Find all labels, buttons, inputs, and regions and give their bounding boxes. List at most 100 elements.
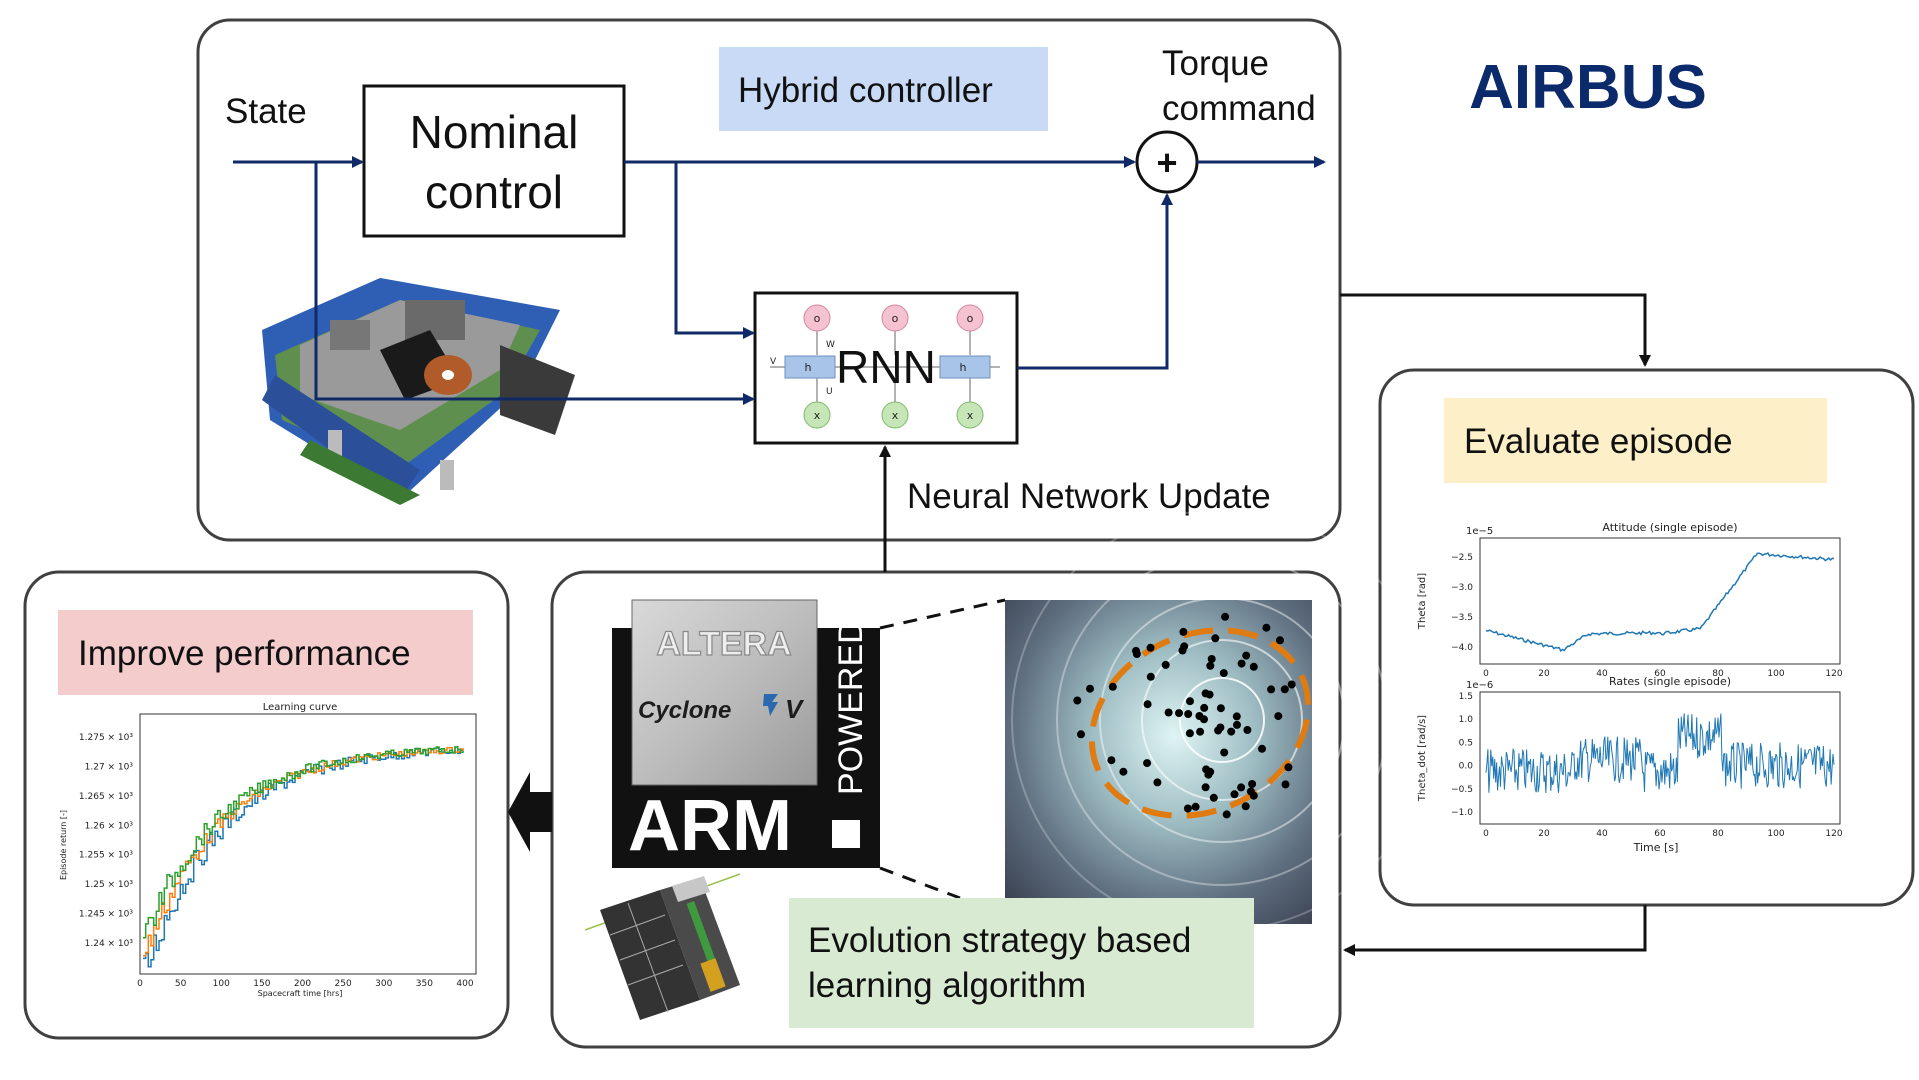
sample-point [1216, 704, 1225, 713]
sample-point [1274, 712, 1283, 721]
sample-point [1248, 780, 1257, 788]
evolution-title-line1: Evolution strategy based [808, 921, 1191, 960]
learning-ytick-0: 1.275 × 10³ [79, 733, 133, 743]
cyclone-text: Cyclone [638, 697, 731, 724]
learning-curve-xlabel: Spacecraft time [hrs] [258, 989, 343, 998]
hardware-board-illustration [262, 278, 575, 505]
sample-point [1227, 727, 1236, 736]
sample-point [1280, 685, 1289, 694]
hybrid-arrows [233, 156, 1326, 405]
evolution-title-line2: learning algorithm [808, 966, 1086, 1005]
rnn-node-o3: o [967, 312, 974, 325]
learning-ytick-2: 1.265 × 10³ [79, 792, 133, 802]
sample-point [1258, 744, 1266, 753]
sample-point [1132, 650, 1141, 658]
rates-xtick-3: 60 [1654, 829, 1666, 839]
sample-point [1246, 787, 1255, 796]
sample-point [1108, 682, 1117, 691]
hybrid-title: Hybrid controller [738, 71, 993, 110]
rates-chart-title: Rates (single episode) [1609, 675, 1731, 688]
learning-curve-title: Learning curve [263, 702, 338, 713]
rates-xlabel: Time [s] [1633, 841, 1679, 854]
rnn-inner-diagram: o o o h h x x x W U V [770, 304, 1000, 429]
sample-point [1200, 715, 1208, 724]
sample-point [1221, 612, 1230, 621]
sample-point [1183, 804, 1192, 813]
rates-ytick-3: 0.0 [1459, 762, 1474, 772]
sample-point [1211, 634, 1220, 643]
attitude-ytick-1: −3.0 [1451, 583, 1473, 593]
rates-exponent: 1e−6 [1466, 680, 1493, 691]
learning-xtick-2: 100 [213, 979, 230, 989]
cubesat-illustration [584, 873, 741, 1020]
sample-point [1107, 756, 1116, 765]
sample-point [1243, 726, 1252, 734]
rnn-weight-u: U [826, 387, 833, 397]
attitude-xtick-4: 80 [1712, 669, 1724, 679]
attitude-ylabel: Theta [rad] [1417, 573, 1428, 630]
sample-point [1287, 680, 1296, 689]
learning-xtick-1: 50 [175, 979, 187, 989]
learning-ytick-4: 1.255 × 10³ [79, 851, 133, 861]
rnn-weight-v: V [770, 357, 777, 367]
attitude-chart: Attitude (single episode) 1e−5 Theta [ra… [1417, 521, 1843, 679]
rnn-node-h1: h [805, 361, 812, 374]
learning-xtick-4: 200 [294, 979, 311, 989]
rates-series-line [1485, 713, 1835, 794]
sample-point [1161, 660, 1170, 669]
altera-text: ALTERA [656, 625, 791, 663]
flow-arrows [879, 293, 1651, 956]
rnn-node-o2: o [892, 312, 899, 325]
sample-point [1077, 730, 1085, 739]
attitude-xtick-6: 120 [1825, 669, 1842, 679]
rnn-node-h3: h [960, 361, 967, 374]
attitude-xtick-2: 40 [1596, 669, 1608, 679]
attitude-xtick-0: 0 [1483, 669, 1489, 679]
arm-text: ARM [628, 786, 792, 866]
sample-point [1242, 651, 1251, 660]
sample-point [1202, 765, 1211, 774]
improve-block-arrow [508, 772, 552, 852]
rates-ytick-1: 1.0 [1459, 715, 1474, 725]
torque-label-line2: command [1162, 89, 1316, 128]
rates-xtick-0: 0 [1483, 829, 1489, 839]
rnn-label: RNN [836, 341, 936, 393]
attitude-exponent: 1e−5 [1466, 526, 1493, 537]
learning-ytick-3: 1.26 × 10³ [85, 821, 134, 831]
sample-point [1206, 661, 1215, 670]
attitude-ytick-3: −4.0 [1451, 643, 1473, 653]
learning-xtick-5: 250 [335, 979, 352, 989]
nn-update-label: Neural Network Update [907, 477, 1271, 516]
improve-title: Improve performance [78, 634, 411, 673]
rates-xtick-1: 20 [1538, 829, 1550, 839]
sample-point [1146, 643, 1155, 652]
sample-point [1241, 802, 1250, 811]
sample-point [1073, 696, 1082, 705]
rnn-node-x1: x [814, 409, 821, 422]
sample-point [1284, 763, 1293, 772]
cyclone-v-text: V [785, 694, 805, 724]
rates-ylabel: Theta_dot [rad/s] [1417, 715, 1428, 802]
rnn-node-x3: x [967, 409, 974, 422]
hybrid-title-bg [719, 47, 1048, 131]
sample-point [1220, 748, 1229, 757]
sample-point [1143, 700, 1152, 709]
learning-ytick-7: 1.24 × 10³ [85, 939, 134, 949]
state-label: State [225, 92, 307, 131]
rnn-node-o1: o [814, 312, 821, 325]
rates-xtick-6: 120 [1825, 829, 1842, 839]
learning-xtick-3: 150 [253, 979, 270, 989]
attitude-chart-title: Attitude (single episode) [1602, 521, 1737, 534]
powered-text: POWERED [832, 619, 870, 795]
sample-point [1146, 672, 1155, 681]
evolution-scatter-plot [1005, 509, 1433, 931]
learning-ytick-1: 1.27 × 10³ [85, 762, 134, 772]
rates-ytick-5: −1.0 [1451, 808, 1473, 818]
sample-point [1143, 759, 1152, 768]
arm-altera-chip: ALTERA Cyclone V ARM POWERED [612, 599, 880, 868]
rates-xtick-2: 40 [1596, 829, 1608, 839]
rates-xtick-4: 80 [1712, 829, 1724, 839]
sample-point [1222, 810, 1231, 819]
evaluate-title-bg [1444, 398, 1827, 483]
